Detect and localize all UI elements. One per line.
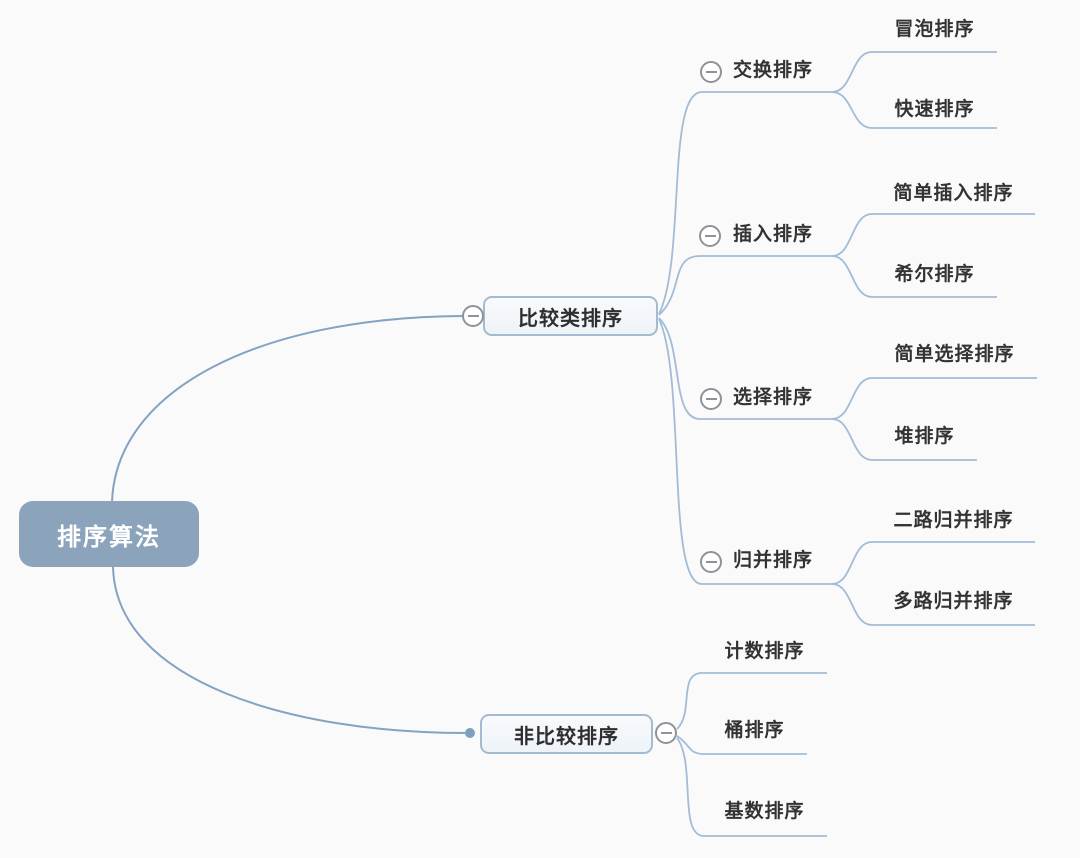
node-multi-way-merge-sort[interactable]: 多路归并排序	[893, 591, 1014, 612]
collapse-minus-icon-exchange-sort[interactable]	[700, 61, 722, 83]
edge-root-to-non-comparison-sort	[112, 566, 466, 734]
node-exchange-sort[interactable]: 交换排序	[733, 60, 814, 81]
collapse-minus-icon-comparison-sort[interactable]	[462, 305, 484, 327]
node-two-way-merge-sort[interactable]: 二路归并排序	[893, 510, 1014, 531]
collapse-minus-icon-non-comparison-sort[interactable]	[655, 722, 677, 744]
edge-comparison-to-selection-sort	[658, 317, 832, 420]
node-selection-sort[interactable]: 选择排序	[733, 387, 814, 408]
node-simple-selection-sort[interactable]: 简单选择排序	[894, 344, 1015, 365]
edge-insertion-to-shell-sort	[831, 255, 997, 298]
node-bucket-sort[interactable]: 桶排序	[724, 720, 785, 741]
edge-selection-to-simple-selection-sort	[831, 377, 1037, 420]
minus-glyph	[704, 235, 716, 237]
collapse-minus-icon-selection-sort[interactable]	[700, 388, 722, 410]
edge-selection-to-heap-sort	[831, 418, 977, 461]
node-radix-sort[interactable]: 基数排序	[724, 801, 805, 822]
node-comparison-sort[interactable]: 比较类排序	[483, 296, 658, 336]
node-insertion-sort[interactable]: 插入排序	[733, 224, 814, 245]
join-dot-icon	[465, 728, 475, 738]
minus-glyph	[467, 315, 479, 317]
edge-insertion-to-simple-insertion-sort	[831, 213, 1035, 257]
node-merge-sort[interactable]: 归并排序	[733, 550, 814, 571]
edge-merge-to-two-way-merge-sort	[831, 541, 1035, 585]
node-sorting-algorithms[interactable]: 排序算法	[19, 501, 199, 567]
node-non-comparison-sort[interactable]: 非比较排序	[480, 714, 653, 754]
node-simple-insertion-sort[interactable]: 简单插入排序	[893, 183, 1014, 204]
edge-exchange-to-bubble-sort	[831, 51, 997, 93]
edge-comparison-to-merge-sort	[658, 318, 832, 585]
edge-merge-to-multi-way-merge-sort	[831, 583, 1035, 626]
node-quick-sort[interactable]: 快速排序	[894, 99, 975, 120]
node-counting-sort[interactable]: 计数排序	[724, 641, 805, 662]
edge-non-comparison-to-counting-sort	[676, 672, 827, 730]
node-shell-sort[interactable]: 希尔排序	[894, 264, 975, 285]
collapse-minus-icon-merge-sort[interactable]	[700, 551, 722, 573]
edge-root-to-comparison-sort	[111, 315, 464, 503]
edge-comparison-to-insertion-sort	[658, 255, 832, 316]
node-bubble-sort[interactable]: 冒泡排序	[894, 19, 975, 40]
edge-exchange-to-quick-sort	[831, 91, 997, 129]
node-heap-sort[interactable]: 堆排序	[894, 426, 955, 447]
collapse-minus-icon-insertion-sort[interactable]	[699, 225, 721, 247]
edge-comparison-to-exchange-sort	[658, 91, 832, 315]
minus-glyph	[660, 732, 672, 734]
minus-glyph	[705, 398, 717, 400]
minus-glyph	[705, 561, 717, 563]
edge-non-comparison-to-bucket-sort	[676, 735, 807, 755]
edge-non-comparison-to-radix-sort	[676, 737, 827, 837]
minus-glyph	[705, 71, 717, 73]
